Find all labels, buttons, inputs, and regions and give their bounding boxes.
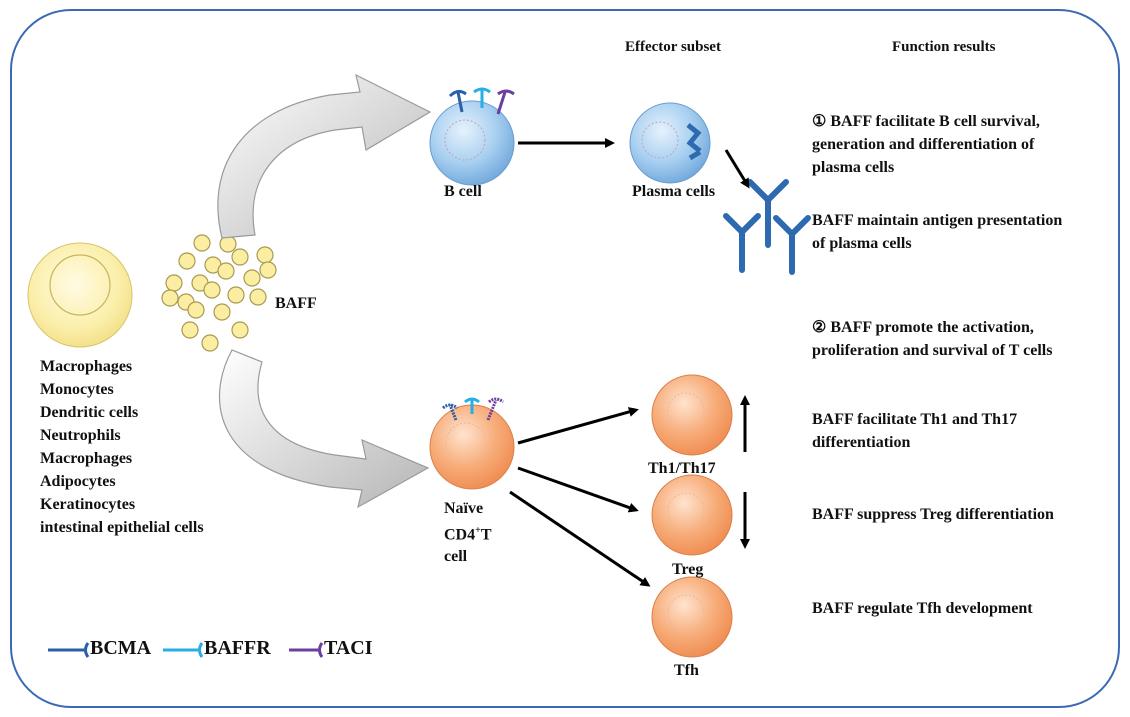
- outer-border: [10, 9, 1120, 708]
- function-4-line2: differentiation: [812, 434, 911, 451]
- label-b-cell: B cell: [444, 183, 482, 200]
- curved-arrow-down: [219, 349, 430, 509]
- label-tfh: Tfh: [674, 662, 699, 679]
- tfh-cell: [651, 576, 733, 658]
- legend-bcma: BCMA: [90, 637, 152, 659]
- source-item: intestinal epithelial cells: [40, 519, 204, 536]
- baff-molecules: [161, 234, 277, 352]
- th1-th17-cell: [651, 374, 733, 456]
- treg-cell: [651, 474, 733, 556]
- legend: [48, 642, 324, 658]
- source-cell-list: Macrophages Monocytes Dendritic cells Ne…: [40, 355, 204, 539]
- plasma-cell: [629, 102, 711, 184]
- antibody-icon: [723, 179, 811, 275]
- function-1-line1: ① BAFF facilitate B cell survival,: [812, 113, 1040, 130]
- source-item: Dendritic cells: [40, 404, 139, 421]
- function-2: BAFF maintain antigen presentation of pl…: [812, 209, 1062, 255]
- function-1-line2: generation and differentiation of: [812, 136, 1035, 153]
- arrow-t-to-treg: [517, 466, 639, 513]
- function-4: BAFF facilitate Th1 and Th17 differentia…: [812, 408, 1017, 454]
- arrow-t-to-th1: [517, 407, 639, 445]
- naive-sup: +: [475, 525, 481, 536]
- legend-baffr: BAFFR: [204, 637, 271, 659]
- label-treg: Treg: [672, 561, 704, 578]
- header-function-results: Function results: [892, 39, 996, 55]
- header-effector-subset: Effector subset: [625, 39, 721, 55]
- source-item: Macrophages: [40, 450, 133, 467]
- source-item: Neutrophils: [40, 427, 121, 444]
- naive-cd4: CD4: [444, 526, 476, 544]
- function-4-line1: BAFF facilitate Th1 and Th17: [812, 411, 1018, 428]
- curved-arrow-up: [217, 73, 432, 239]
- label-baff: BAFF: [275, 295, 317, 312]
- arrow-plasma-to-antibody: [724, 149, 750, 189]
- naive-line2: CD4+T: [444, 520, 491, 546]
- naive-t-cell: [429, 397, 515, 490]
- naive-t: T: [480, 526, 492, 544]
- function-2-line2: of plasma cells: [812, 235, 912, 252]
- bcma-receptor-icon: [448, 89, 467, 113]
- function-2-line1: BAFF maintain antigen presentation: [812, 212, 1063, 229]
- baffr-receptor-icon: [473, 87, 491, 108]
- taci-receptor-icon: [496, 89, 515, 115]
- source-cell: [27, 242, 133, 348]
- label-naive-cd4-t-cell: Naïve CD4+T cell: [444, 498, 491, 568]
- function-3-line1: ② BAFF promote the activation,: [812, 319, 1034, 336]
- label-plasma-cells: Plasma cells: [632, 183, 716, 200]
- source-item: Adipocytes: [40, 473, 116, 490]
- arrow-t-to-tfh: [509, 490, 651, 587]
- legend-taci: TACI: [324, 637, 373, 659]
- function-1-line3: plasma cells: [812, 159, 895, 176]
- source-item: Monocytes: [40, 381, 114, 398]
- naive-line3: cell: [444, 548, 468, 566]
- label-th1-th17: Th1/Th17: [648, 460, 716, 477]
- function-6: BAFF regulate Tfh development: [812, 600, 1033, 617]
- naive-line1: Naïve: [444, 500, 484, 517]
- function-3-line2: proliferation and survival of T cells: [812, 342, 1053, 359]
- b-cell: [429, 87, 515, 186]
- function-1: ① BAFF facilitate B cell survival, gener…: [812, 110, 1040, 179]
- source-item: Macrophages: [40, 358, 133, 375]
- function-3: ② BAFF promote the activation, prolifera…: [812, 316, 1052, 362]
- function-5: BAFF suppress Treg differentiation: [812, 506, 1054, 523]
- source-item: Keratinocytes: [40, 496, 136, 513]
